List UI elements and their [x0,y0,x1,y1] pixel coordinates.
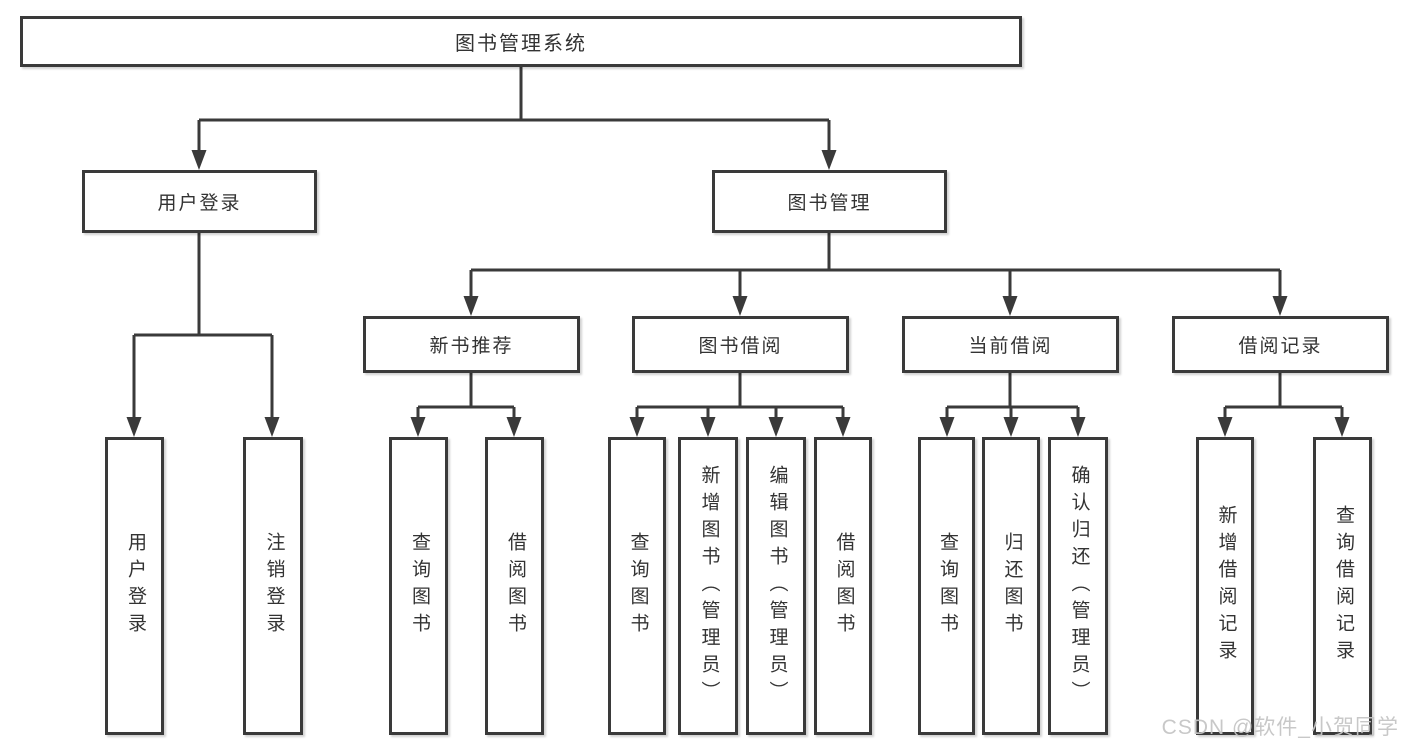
node-label: 图书管理 [787,193,872,214]
leaf-return-books: 归还图书 [982,437,1040,735]
node-label: 借阅图书 [833,532,855,640]
node-new-book-recommend: 新书推荐 [363,316,580,373]
node-borrow-records: 借阅记录 [1172,316,1389,373]
node-label: 注销登录 [263,532,285,640]
node-label: 查询借阅记录 [1332,505,1354,667]
leaf-query-books: 查询图书 [389,437,448,735]
leaf-borrow-books: 借阅图书 [814,437,872,735]
leaf-add-books-admin: 新增图书（管理员） [678,437,738,735]
node-label: 当前借阅 [968,336,1053,357]
leaf-query-books: 查询图书 [608,437,666,735]
node-label: 借阅图书 [504,532,526,640]
leaf-logout: 注销登录 [243,437,303,735]
node-label: 确认归还（管理员） [1068,464,1090,708]
node-label: 图书借阅 [698,336,783,357]
leaf-edit-books-admin: 编辑图书（管理员） [746,437,806,735]
node-label: 查询图书 [627,532,649,640]
node-label: 借阅记录 [1238,336,1323,357]
node-label: 新增图书（管理员） [698,464,720,708]
leaf-confirm-return-admin: 确认归还（管理员） [1048,437,1108,735]
node-label: 查询图书 [408,532,430,640]
node-label: 图书管理系统 [455,33,587,55]
node-label: 查询图书 [936,532,958,640]
leaf-query-borrow-record: 查询借阅记录 [1313,437,1372,735]
leaf-borrow-books: 借阅图书 [485,437,544,735]
leaf-query-books: 查询图书 [918,437,975,735]
node-book-borrowing: 图书借阅 [632,316,849,373]
node-label: 归还图书 [1001,532,1023,640]
node-label: 编辑图书（管理员） [766,464,788,708]
leaf-user-login: 用户登录 [105,437,164,735]
node-label: 用户登录 [157,193,242,214]
node-book-management: 图书管理 [712,170,947,233]
node-label: 新书推荐 [429,336,514,357]
leaf-add-borrow-record: 新增借阅记录 [1196,437,1254,735]
node-current-borrowing: 当前借阅 [902,316,1119,373]
node-label: 新增借阅记录 [1215,505,1237,667]
node-user-login: 用户登录 [82,170,317,233]
node-root-system: 图书管理系统 [20,16,1022,67]
node-label: 用户登录 [124,532,146,640]
